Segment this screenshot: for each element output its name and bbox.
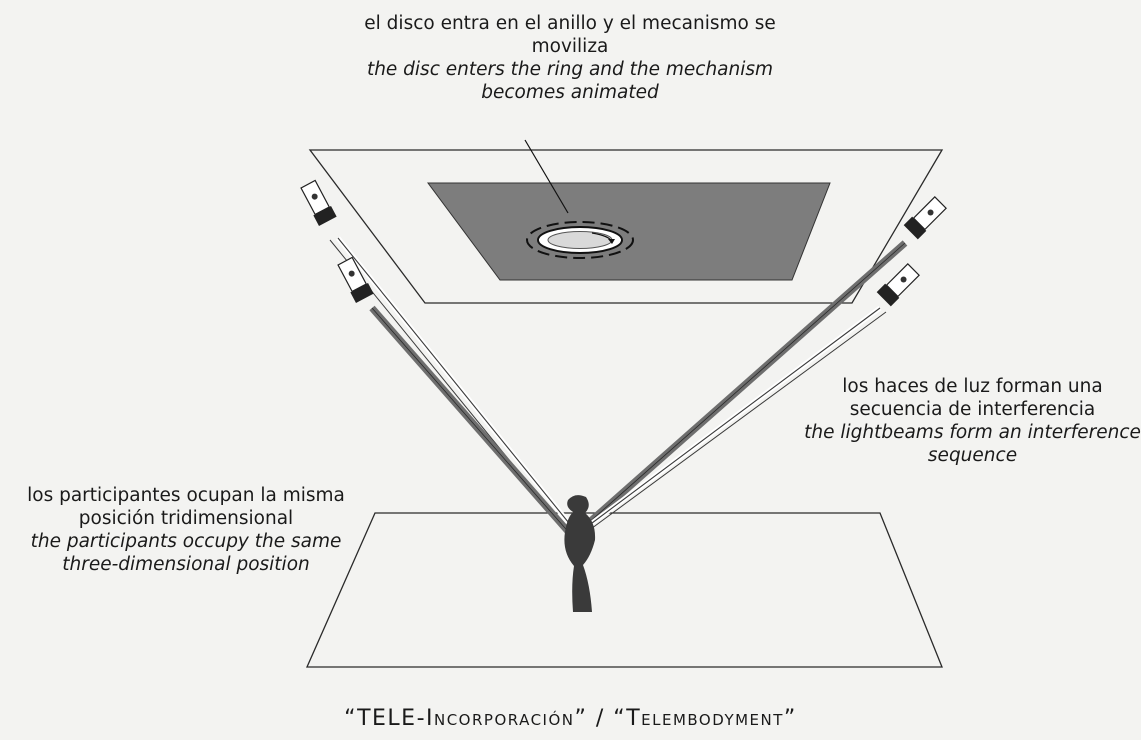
caption-lightbeams-en: the lightbeams form an interference sequ…: [804, 422, 1141, 466]
projector-icon: [903, 196, 947, 240]
caption-participants-en: the participants occupy the same three-d…: [30, 531, 342, 575]
projector-icon: [876, 263, 920, 307]
caption-disc-ring: el disco entra en el anillo y el mecanis…: [360, 12, 780, 104]
leader-line-top: [524, 139, 569, 214]
projector-icon: [337, 256, 374, 303]
caption-participants: los participantes ocupan la misma posici…: [0, 484, 372, 576]
lower-plane: [306, 512, 943, 668]
upper-plane: [308, 149, 944, 304]
caption-disc-ring-es: el disco entra en el anillo y el mecanis…: [364, 13, 776, 57]
caption-lightbeams-es: los haces de luz forman una secuencia de…: [842, 376, 1103, 420]
caption-disc-ring-en: the disc enters the ring and the mechani…: [366, 59, 774, 103]
participant-figure-icon: [564, 495, 596, 612]
caption-lightbeams: los haces de luz forman una secuencia de…: [800, 375, 1141, 467]
diagram-title: “TELE-Incorporación” / “Telembodyment”: [344, 706, 797, 731]
caption-participants-es: los participantes ocupan la misma posici…: [27, 485, 345, 529]
projector-icon: [300, 179, 337, 226]
disc-ring-icon: [526, 221, 634, 259]
disc-surface: [427, 182, 831, 281]
light-beams: [329, 236, 908, 539]
